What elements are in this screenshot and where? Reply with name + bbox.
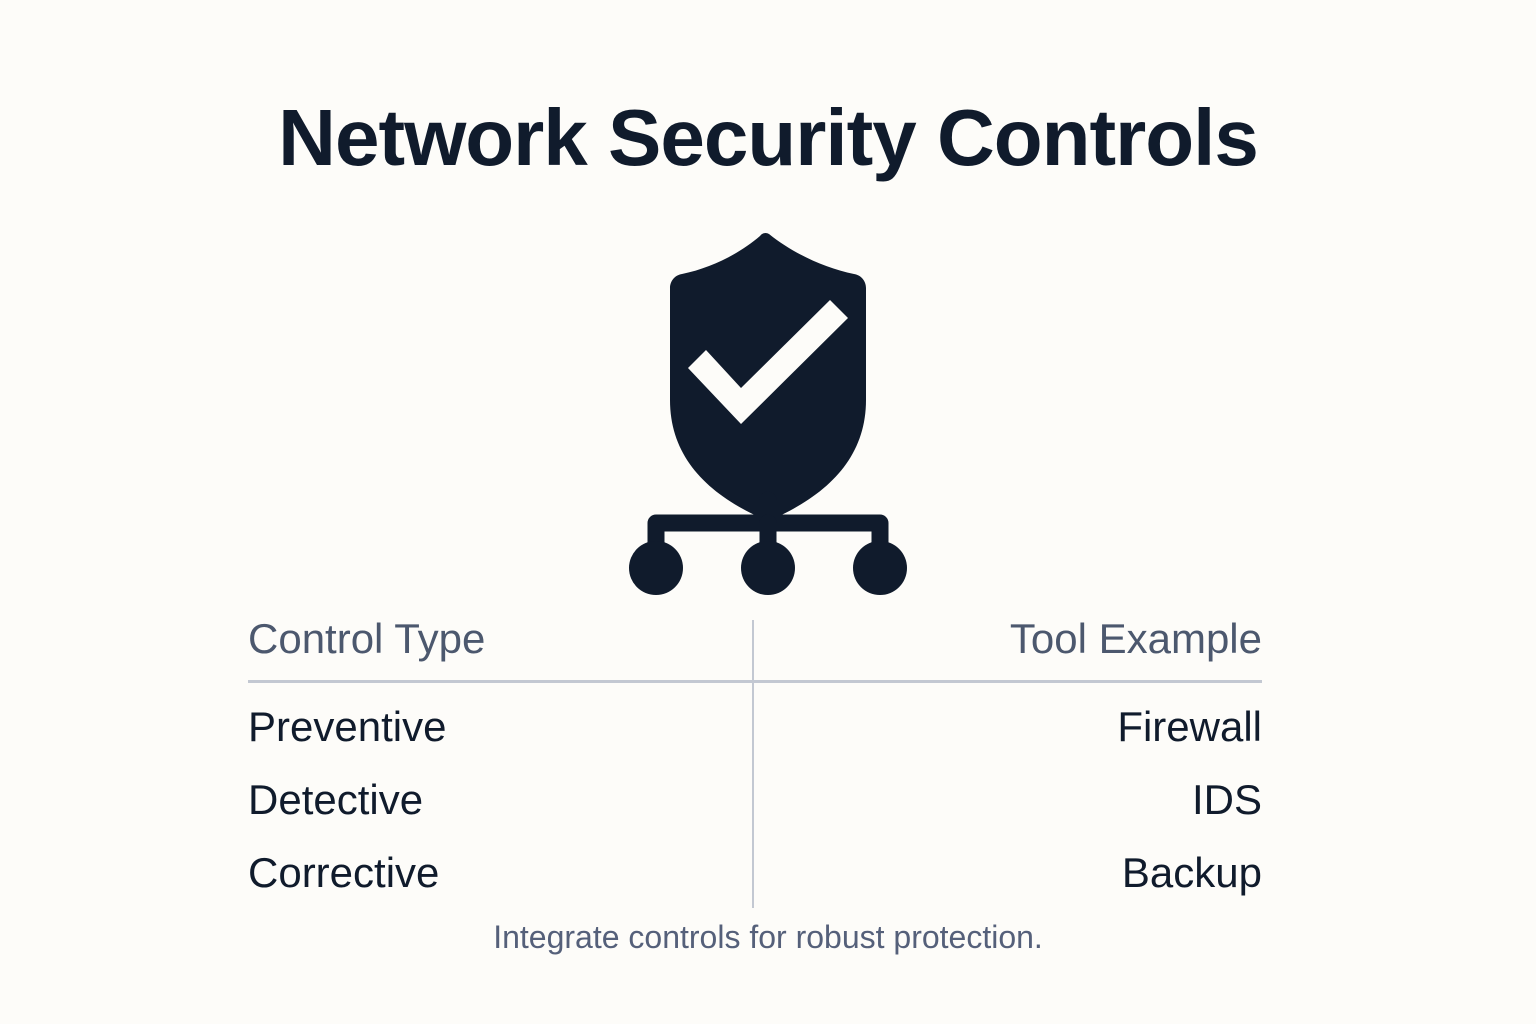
network-right-branch (759, 514, 889, 555)
shield-body-group (670, 232, 866, 569)
cell-control-type: Corrective (248, 849, 440, 896)
shield-check-network-svg (629, 232, 907, 595)
footer-caption: Integrate controls for robust protection… (493, 919, 1043, 955)
network-node-center (741, 541, 795, 595)
column-header-control-type: Control Type (248, 615, 486, 662)
table-header-row: Control Type Tool Example (248, 615, 1262, 676)
cell-control-type: Preventive (248, 703, 447, 750)
page-title: Network Security Controls (278, 93, 1259, 182)
network-node-left (629, 541, 683, 595)
check-mark (688, 300, 848, 424)
network-nodes-group (629, 541, 907, 595)
network-left-branch (647, 514, 777, 555)
table-row: Detective IDS (248, 776, 1262, 839)
controls-table: Control Type Tool Example Preventive Fir… (248, 608, 1262, 908)
network-branch-group (647, 491, 889, 555)
cell-tool-example: Firewall (1117, 703, 1262, 750)
cell-tool-example: Backup (1121, 849, 1262, 896)
cell-tool-example: IDS (1191, 776, 1262, 823)
column-header-tool-example: Tool Example (1009, 615, 1262, 662)
table-row: Corrective Backup (248, 849, 1262, 912)
table-row: Preventive Firewall (248, 703, 1262, 766)
cell-control-type: Detective (248, 776, 424, 823)
table-vertical-divider (752, 620, 754, 908)
network-node-right (853, 541, 907, 595)
shield-check-network-icon (608, 228, 928, 596)
table-header-rule (248, 680, 1262, 683)
